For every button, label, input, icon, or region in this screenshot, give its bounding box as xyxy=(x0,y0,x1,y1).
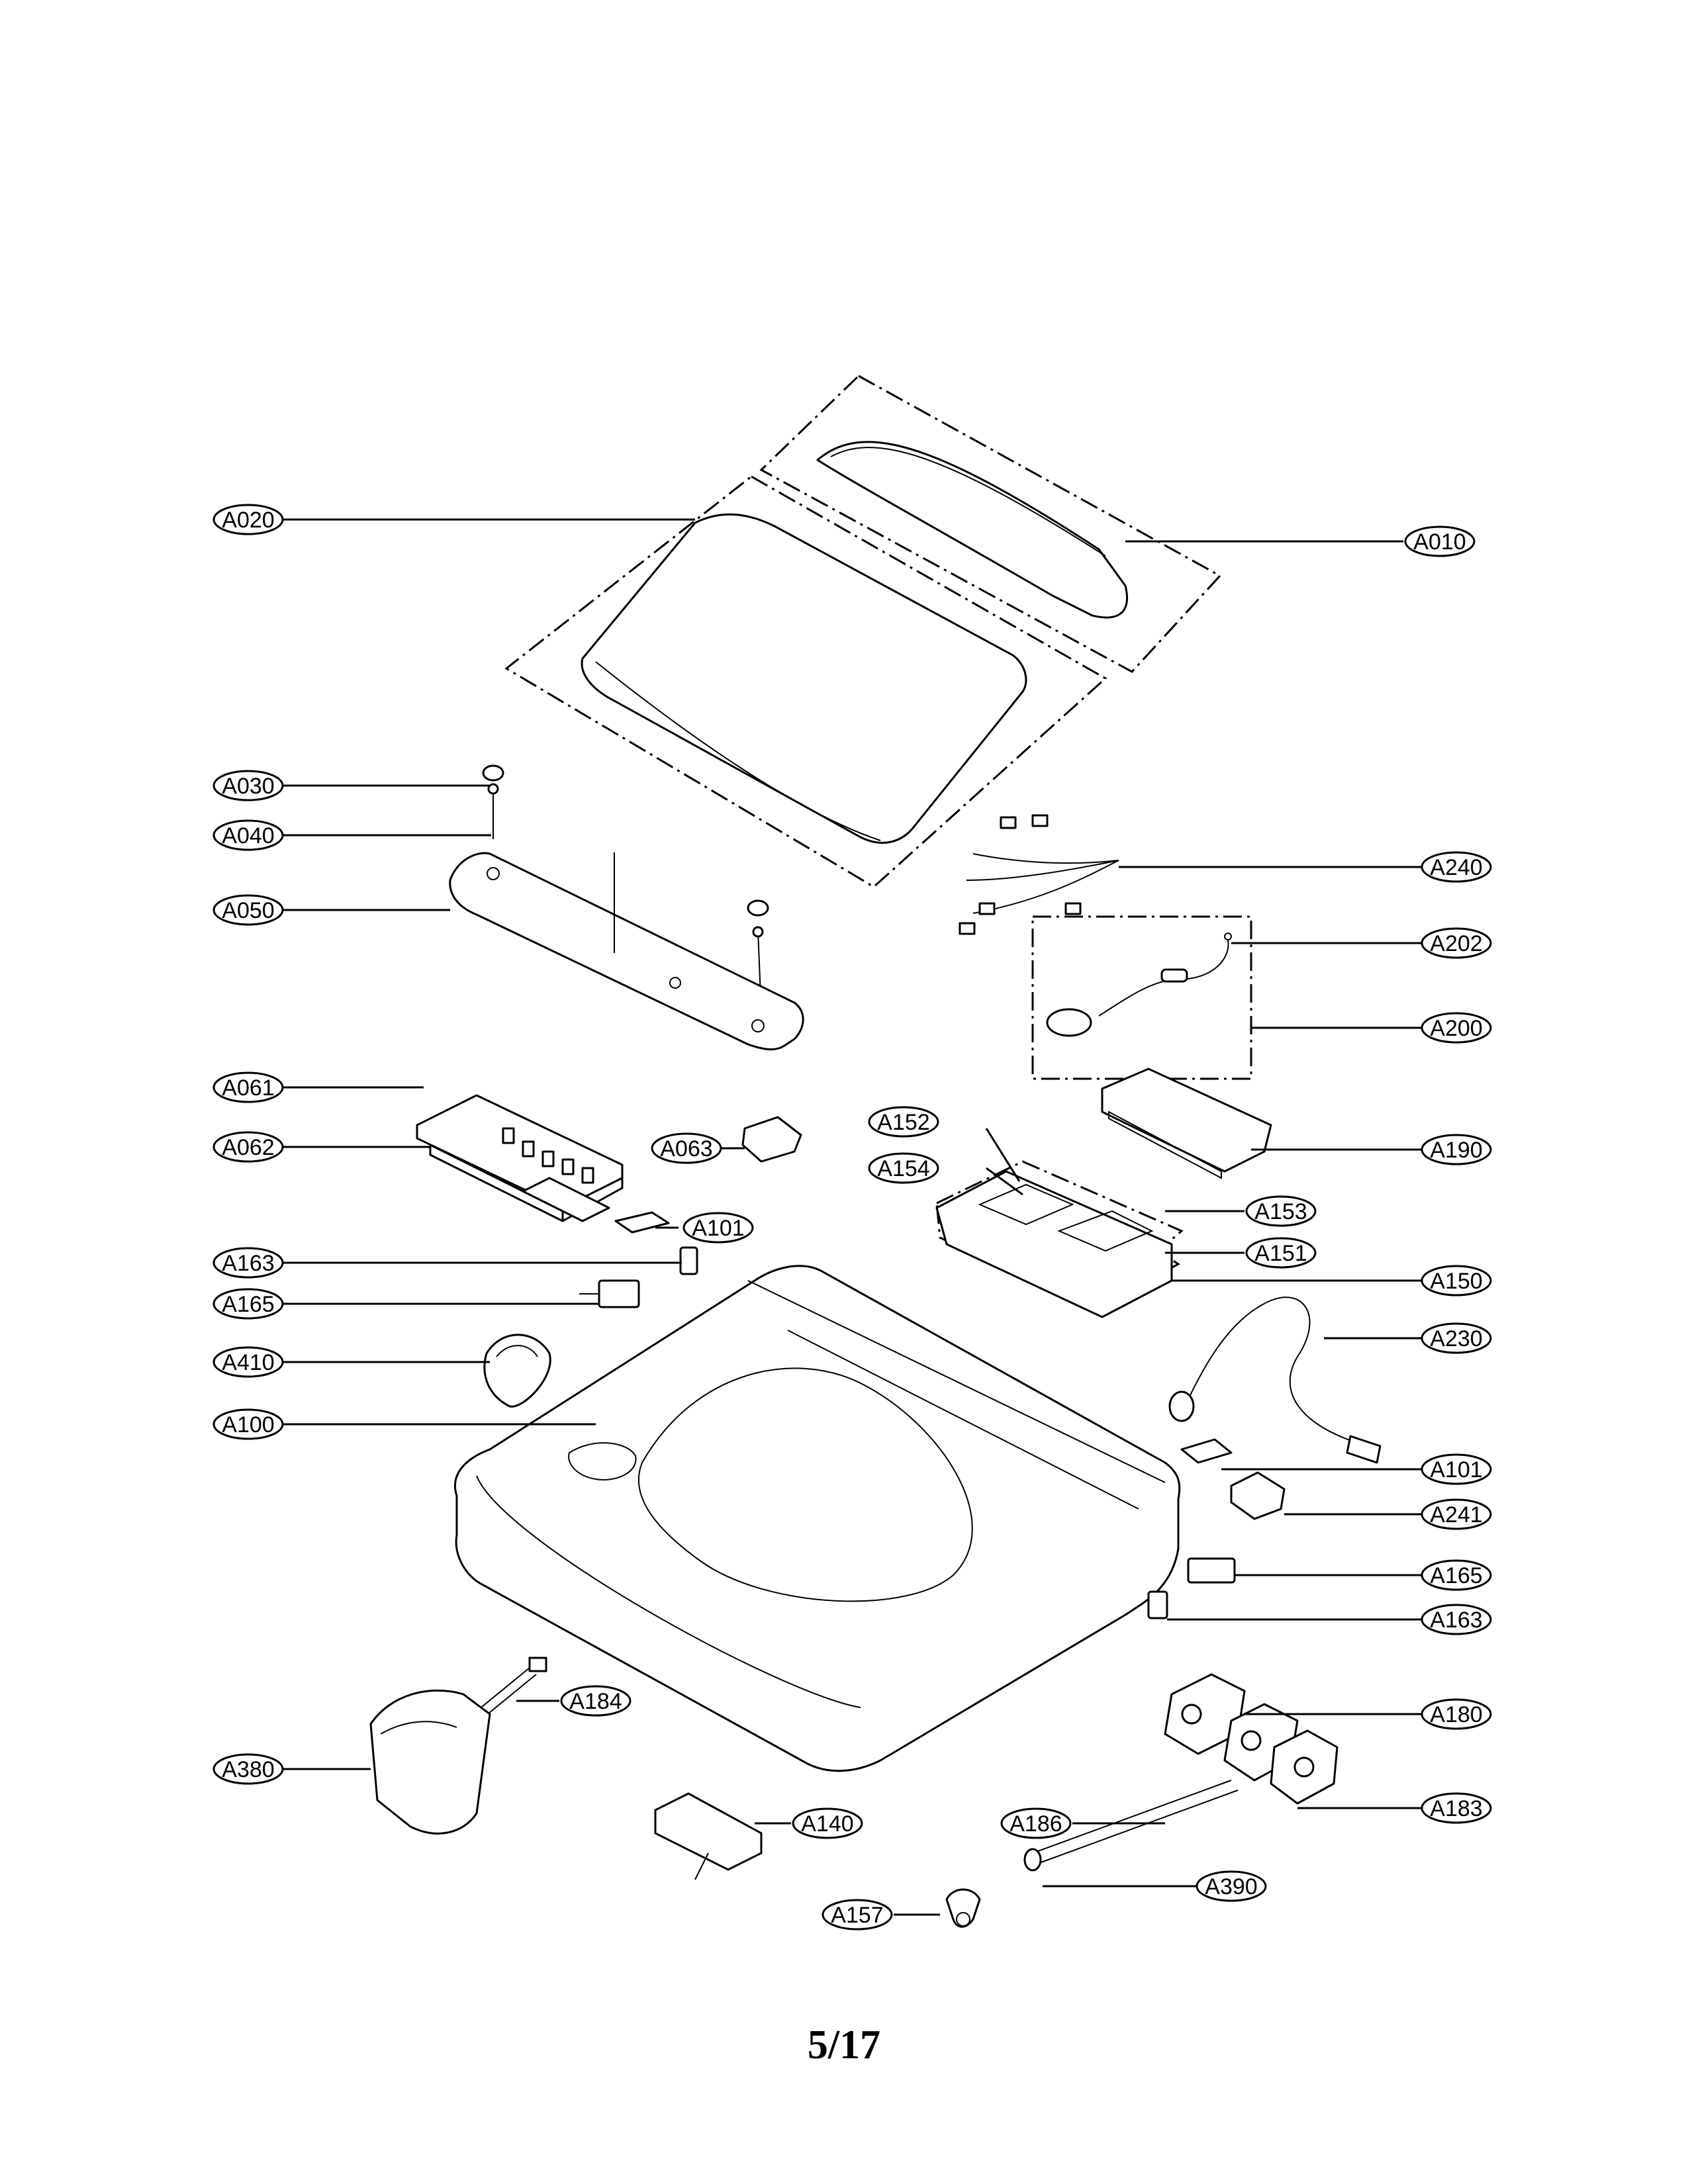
callout-A151: A151 xyxy=(1245,1237,1317,1269)
callout-A050: A050 xyxy=(212,894,284,926)
hoses xyxy=(945,1780,1239,1928)
svg-text:A101: A101 xyxy=(1430,1457,1482,1482)
callout-A190: A190 xyxy=(1421,1134,1492,1165)
callout-A153: A153 xyxy=(1245,1195,1317,1227)
callout-A010: A010 xyxy=(1404,525,1476,557)
svg-text:A062: A062 xyxy=(222,1135,274,1160)
callout-A062: A062 xyxy=(212,1131,284,1163)
svg-text:A380: A380 xyxy=(222,1757,274,1782)
svg-text:A180: A180 xyxy=(1430,1702,1482,1727)
power-cord xyxy=(1168,1297,1382,1464)
wire-harness xyxy=(959,814,1119,935)
callout-A040: A040 xyxy=(212,819,284,851)
dispenser-drawer-assembly xyxy=(935,1160,1184,1318)
callout-A152: A152 xyxy=(868,1106,939,1138)
callout-A163-left: A163 xyxy=(212,1247,284,1279)
svg-text:A061: A061 xyxy=(222,1075,274,1101)
right-small-parts xyxy=(1147,1438,1286,1619)
page-number: 5/17 xyxy=(807,2023,881,2068)
svg-text:A230: A230 xyxy=(1430,1326,1482,1351)
svg-text:A100: A100 xyxy=(222,1412,274,1437)
svg-text:A165: A165 xyxy=(222,1292,274,1317)
svg-text:A157: A157 xyxy=(831,1903,883,1928)
svg-text:A240: A240 xyxy=(1430,855,1482,880)
callout-A202: A202 xyxy=(1421,927,1492,959)
callout-A061: A061 xyxy=(212,1071,284,1103)
callout-A157: A157 xyxy=(821,1899,893,1931)
callout-A163-right: A163 xyxy=(1421,1604,1492,1635)
svg-text:A163: A163 xyxy=(222,1251,274,1276)
callout-A101-right: A101 xyxy=(1421,1453,1492,1485)
callout-A186: A186 xyxy=(1000,1807,1072,1839)
svg-text:A241: A241 xyxy=(1430,1502,1482,1527)
svg-text:A154: A154 xyxy=(877,1156,929,1181)
svg-text:A151: A151 xyxy=(1254,1241,1307,1266)
svg-text:A410: A410 xyxy=(222,1350,274,1375)
callout-A380: A380 xyxy=(212,1753,284,1785)
lock-cap-left xyxy=(679,1246,698,1275)
callout-A101-left: A101 xyxy=(682,1212,754,1244)
callout-A183: A183 xyxy=(1421,1792,1492,1824)
callout-A241: A241 xyxy=(1421,1498,1492,1530)
svg-text:A202: A202 xyxy=(1430,931,1482,956)
callout-A020: A020 xyxy=(212,504,284,535)
svg-text:A150: A150 xyxy=(1430,1269,1482,1294)
svg-text:A183: A183 xyxy=(1430,1796,1482,1821)
svg-text:A184: A184 xyxy=(569,1689,622,1714)
svg-text:A010: A010 xyxy=(1413,529,1466,555)
callout-A100: A100 xyxy=(212,1408,284,1440)
callout-A184: A184 xyxy=(560,1685,632,1717)
top-cover xyxy=(453,1265,1181,1772)
callout-A410: A410 xyxy=(212,1346,284,1378)
bracket-left xyxy=(614,1211,670,1234)
filter-part xyxy=(741,1116,802,1163)
svg-text:A200: A200 xyxy=(1430,1016,1482,1041)
svg-text:A152: A152 xyxy=(877,1110,929,1135)
svg-text:A165: A165 xyxy=(1430,1563,1482,1588)
callout-A240: A240 xyxy=(1421,851,1492,883)
callout-A030: A030 xyxy=(212,770,284,801)
water-valve xyxy=(1164,1673,1338,1805)
lid-switch-left xyxy=(579,1279,640,1308)
seal-ring xyxy=(483,1334,551,1408)
svg-text:A030: A030 xyxy=(222,774,274,799)
svg-text:A186: A186 xyxy=(1009,1811,1062,1837)
callout-A150: A150 xyxy=(1421,1265,1492,1297)
callout-A165-left: A165 xyxy=(212,1288,284,1320)
callout-A200: A200 xyxy=(1421,1012,1492,1044)
lid-trim-assembly xyxy=(759,375,1222,673)
dispenser-housing xyxy=(1101,1068,1272,1179)
svg-text:A050: A050 xyxy=(222,898,274,923)
callout-A230: A230 xyxy=(1421,1322,1492,1354)
control-panel-cover xyxy=(449,852,804,1051)
svg-text:A163: A163 xyxy=(1430,1608,1482,1633)
callout-A180: A180 xyxy=(1421,1698,1492,1730)
svg-text:A101: A101 xyxy=(692,1216,744,1241)
pressure-switch-assembly xyxy=(1031,915,1252,1080)
lid-lock-switch xyxy=(654,1792,763,1880)
callout-A390: A390 xyxy=(1196,1870,1267,1902)
svg-text:A020: A020 xyxy=(222,508,274,533)
svg-text:A390: A390 xyxy=(1205,1874,1257,1899)
svg-text:A190: A190 xyxy=(1430,1138,1482,1163)
lid-glass-assembly xyxy=(504,475,1107,888)
callout-A063: A063 xyxy=(651,1132,722,1164)
callout-A140: A140 xyxy=(792,1807,863,1839)
callout-A165-right: A165 xyxy=(1421,1559,1492,1591)
leader-lines xyxy=(281,518,1423,1916)
callout-A154: A154 xyxy=(868,1152,939,1184)
svg-text:A040: A040 xyxy=(222,823,274,848)
svg-text:A140: A140 xyxy=(801,1811,853,1837)
svg-text:A153: A153 xyxy=(1254,1199,1307,1224)
control-pcb-assembly xyxy=(416,1094,624,1222)
svg-text:A063: A063 xyxy=(660,1136,712,1161)
rear-bracket-and-hose xyxy=(369,1657,547,1835)
